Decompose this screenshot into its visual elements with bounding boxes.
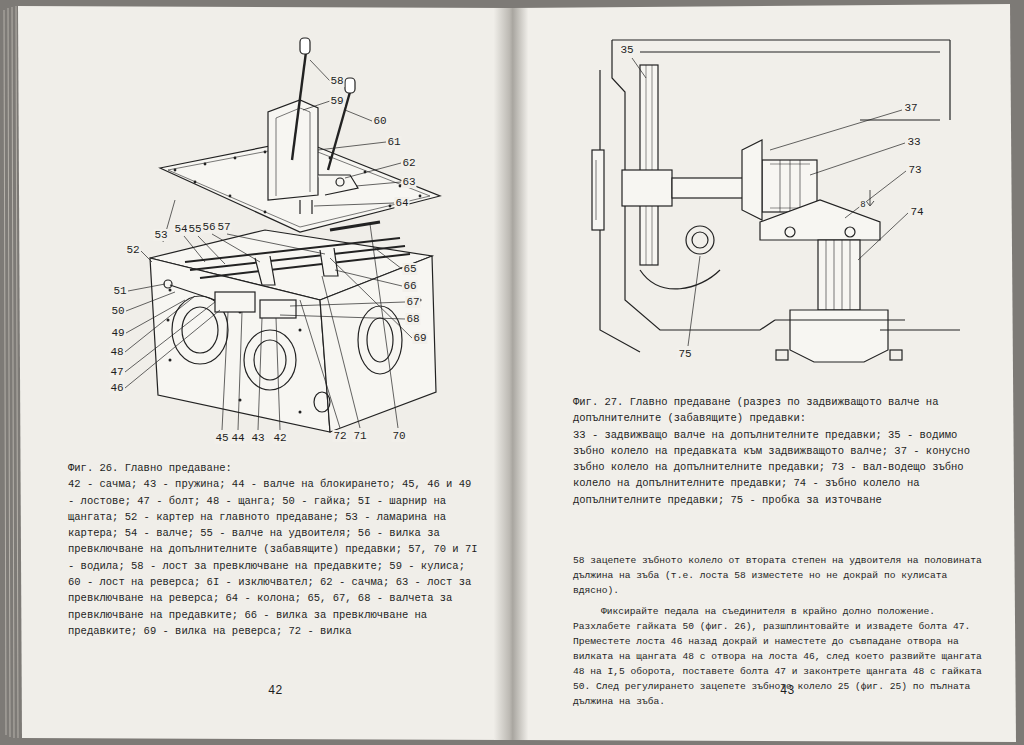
callout-number: 52 [125,244,140,256]
caption-block: Фиг. 26. Главно предаване:42 - сачма; 43… [68,460,478,639]
figure-caption-legend: 42 - сачма; 43 - пружина; 44 - валче на … [68,476,478,639]
callout-number: 47 [109,366,124,378]
page-number: 42 [268,684,282,698]
callout-number: 70 [391,430,406,442]
page-stack [4,6,18,738]
callout-number: 61 [386,136,401,148]
callout-number: 66 [402,280,417,292]
callout-number: 75 [677,348,692,360]
callout-number: 35 [619,44,634,56]
callout-number: 37 [903,102,918,114]
callout-number: 50 [110,305,125,317]
callout-number: 49 [110,327,125,339]
callout-number: 51 [112,285,127,297]
callout-number: 67 [405,296,420,308]
gearbox-illustration [150,38,440,432]
body-text-block: 58 зацепете зъбното колело от втората ст… [573,553,983,709]
right-page [514,4,1016,742]
callout-number: 71 [352,430,367,442]
callout-number: 72 [332,430,347,442]
figure-caption-title: Фиг. 26. Главно предаване: [68,460,478,476]
leader-lines [632,58,908,346]
left-page [18,6,508,740]
callout-number: 53 [153,229,168,241]
callout-number: 65 [402,263,417,275]
callout-number: 74 [909,206,924,218]
callout-number: 56 [201,221,216,233]
dimension-label: 8 [859,200,866,210]
callout-number: 45 [214,432,229,444]
callout-number: 54 [173,223,188,235]
callout-number: 48 [109,346,124,358]
figure-caption-title: Фиг. 27. Главно предаване (разрез по зад… [573,394,983,427]
callout-number: 64 [394,197,409,209]
callout-number: 60 [372,115,387,127]
callout-number: 33 [906,136,921,148]
body-paragraph: Фиксирайте педала на съединителя в крайн… [573,604,983,709]
callout-number: 55 [187,223,202,235]
callout-number: 57 [216,221,231,233]
callout-number: 59 [329,95,344,107]
callout-number: 42 [272,432,287,444]
caption-block: Фиг. 27. Главно предаване (разрез по зад… [573,394,983,508]
gutter [494,8,528,740]
callout-number: 69 [412,332,427,344]
callout-number: 68 [405,313,420,325]
callout-number: 46 [109,382,124,394]
callout-number: 44 [230,432,245,444]
figure-caption-legend: 33 - задвижващо валче на допълнителните … [573,427,983,508]
callout-number: 62 [401,157,416,169]
page-number: 43 [780,684,794,698]
callout-number: 58 [329,75,344,87]
callout-number: 63 [401,176,416,188]
leader-lines [125,60,412,430]
body-paragraph: 58 зацепете зъбното колело от втората ст… [573,553,983,598]
callout-number: 43 [250,432,265,444]
callout-number: 73 [907,164,922,176]
section-illustration [592,40,960,362]
